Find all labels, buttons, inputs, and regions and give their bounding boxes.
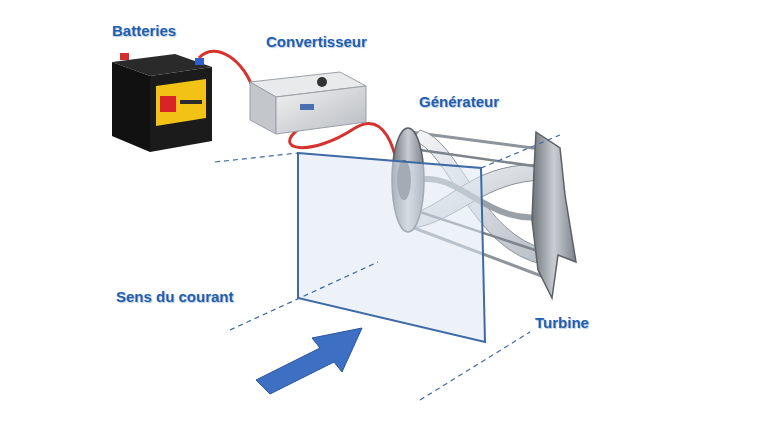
part-label: Turbine: [533, 314, 591, 332]
flow-label: Sens du courant: [114, 288, 236, 306]
svg-text:​: ​: [164, 73, 165, 88]
converter: [250, 72, 366, 134]
part-label: Convertisseur: [264, 33, 369, 51]
water-plane: [215, 135, 560, 400]
part-label: Générateur: [417, 93, 501, 111]
part-label: Batteries: [110, 22, 178, 40]
battery: ​: [112, 53, 212, 152]
current-arrow: [256, 328, 362, 394]
